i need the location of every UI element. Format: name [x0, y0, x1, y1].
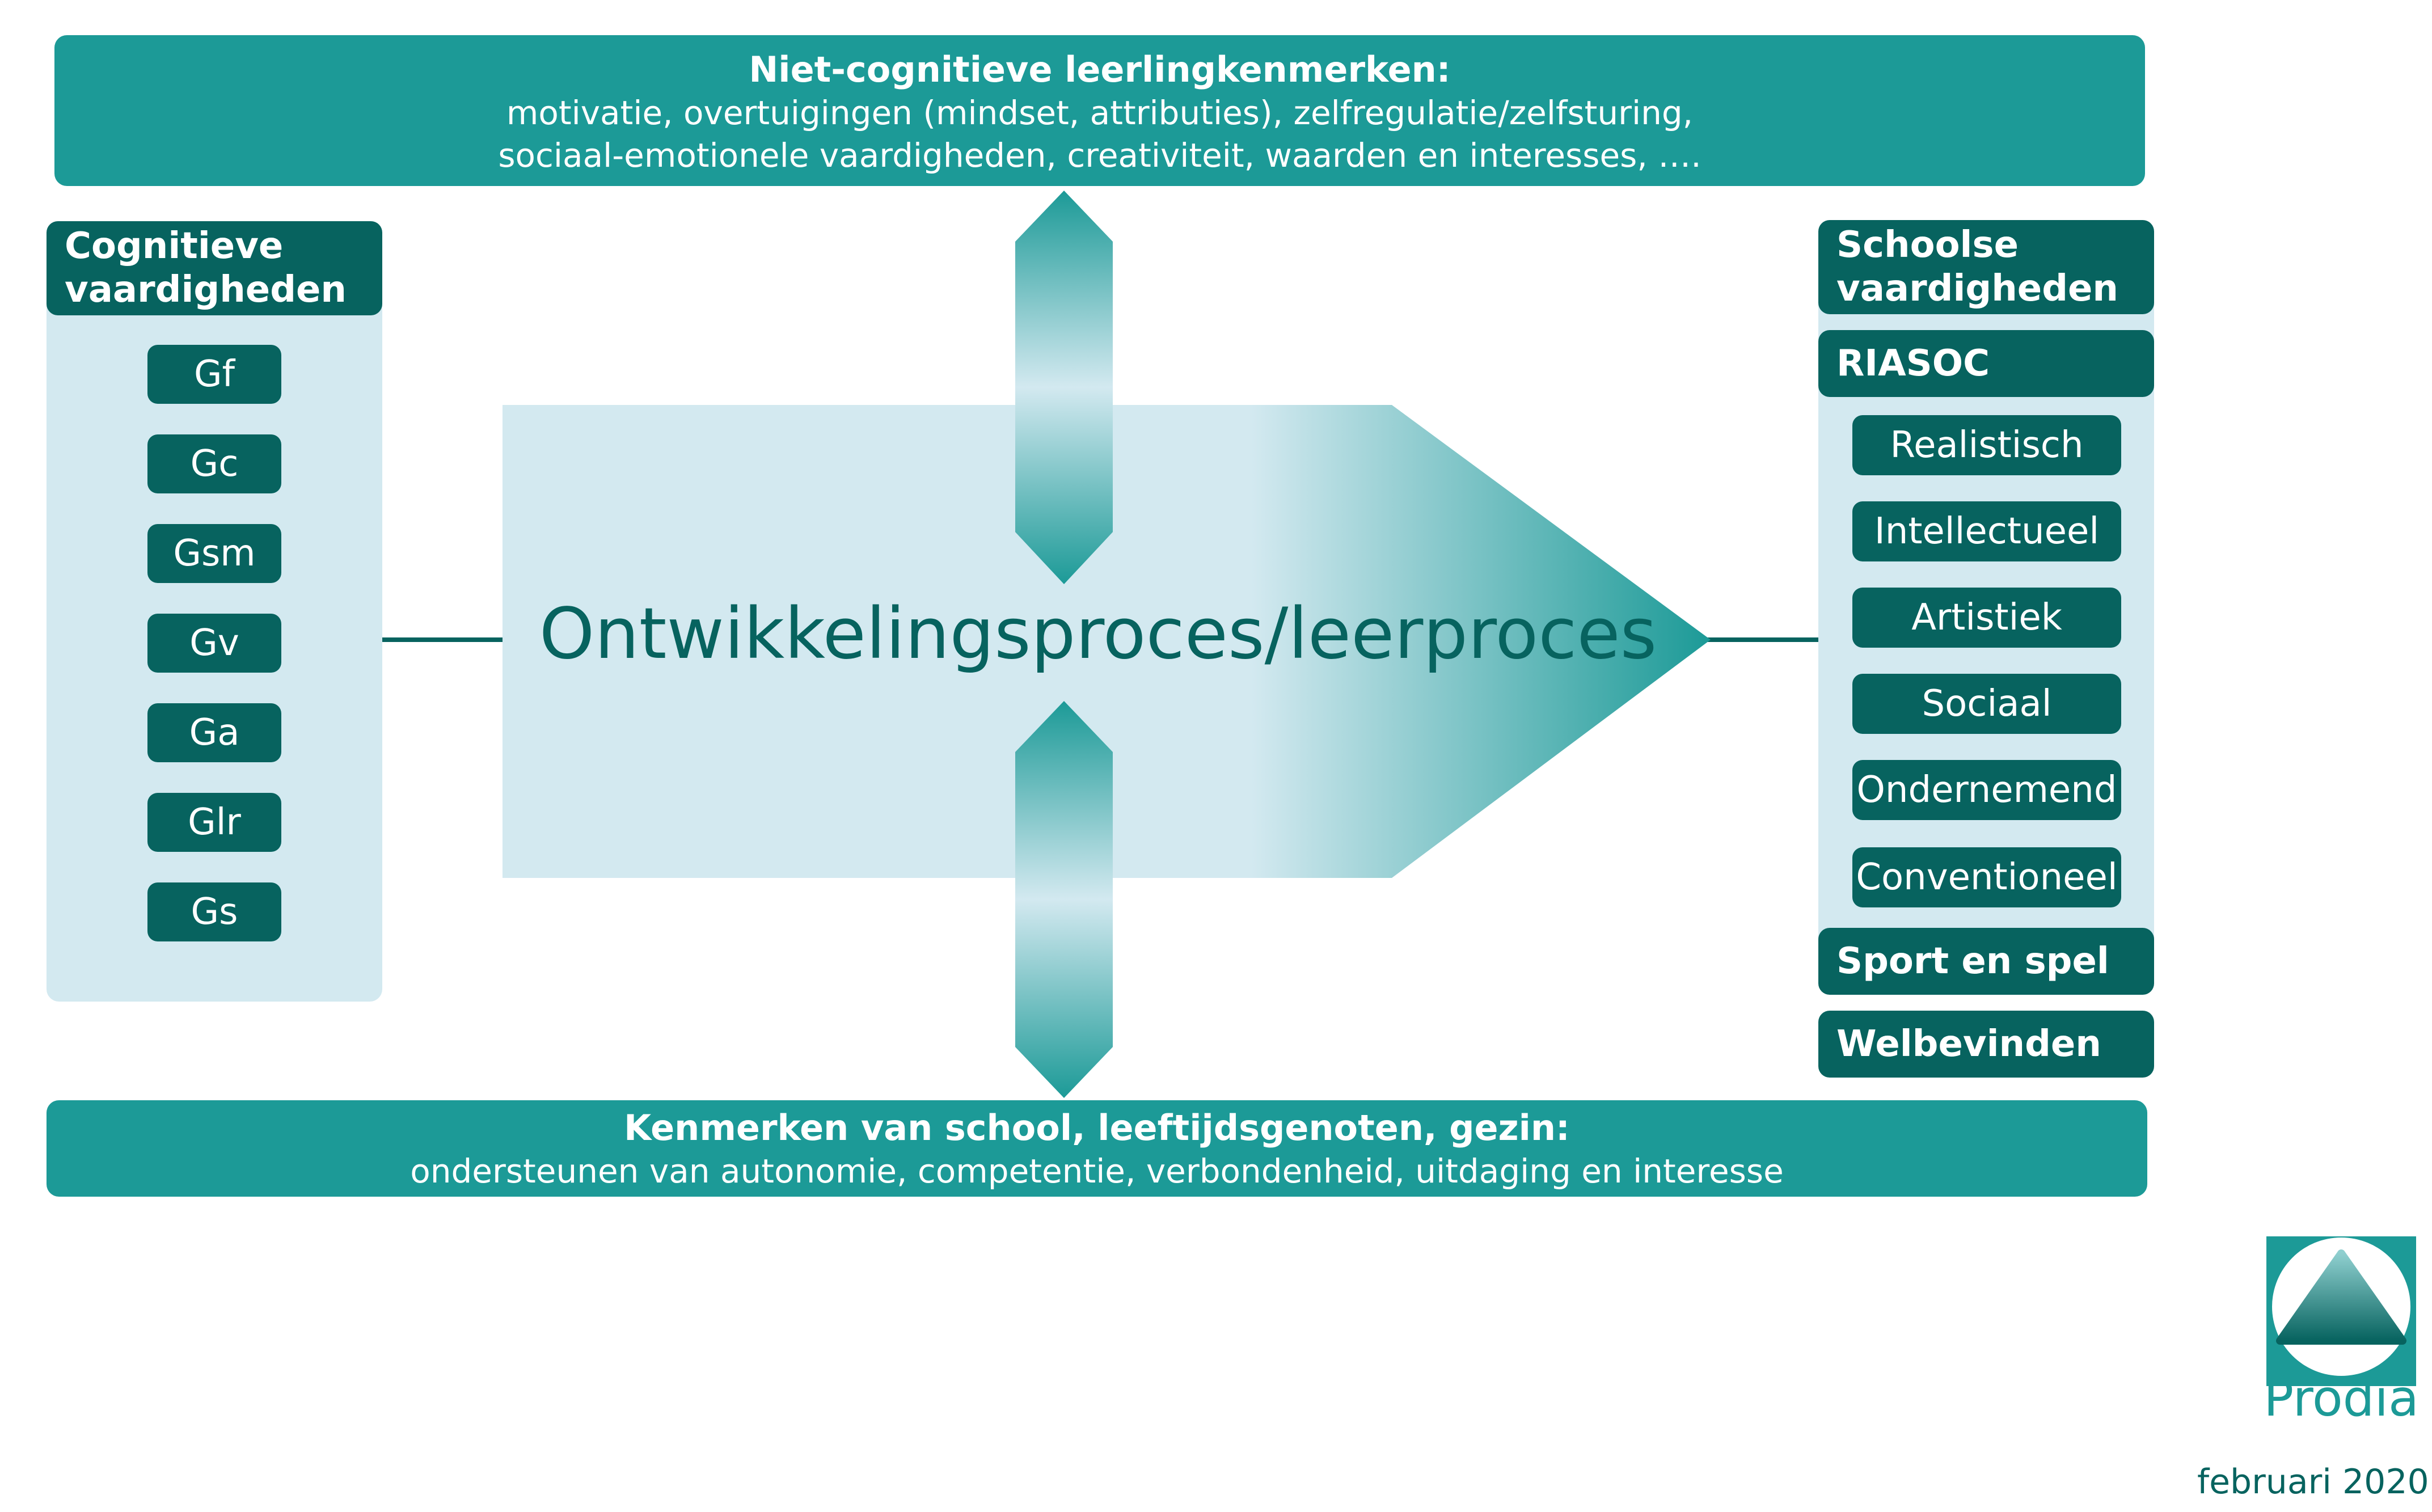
prodia-logo-text: Prodia [2264, 1369, 2419, 1427]
bottom-banner: Kenmerken van school, leeftijdsgenoten, … [47, 1100, 2147, 1197]
bottom-banner-line-1: ondersteunen van autonomie, competentie,… [410, 1151, 1784, 1190]
cognitive-skills-title-line-1: Cognitieve [65, 225, 284, 268]
bottom-banner-heading: Kenmerken van school, leeftijdsgenoten, … [624, 1107, 1570, 1148]
top-banner-heading: Niet-cognitieve leerlingkenmerken: [749, 49, 1451, 90]
top-banner: Niet-cognitieve leerlingkenmerken: motiv… [54, 35, 2145, 186]
cognitive-item-gsm: Gsm [147, 524, 281, 583]
riasoc-title: RIASOC [1818, 330, 2154, 397]
sport-en-spel: Sport en spel [1818, 928, 2154, 995]
top-double-arrow [1015, 191, 1113, 584]
prodia-logo [2266, 1236, 2416, 1386]
school-skills-title: Schoolse vaardigheden [1818, 220, 2154, 314]
school-skills-title-line-2: vaardigheden [1836, 268, 2118, 310]
bottom-double-arrow [1015, 701, 1113, 1098]
left-connector-line [382, 637, 503, 642]
school-skills-title-line-1: Schoolse [1836, 224, 2019, 267]
riasoc-item-sociaal: Sociaal [1852, 674, 2121, 734]
riasoc-item-artistiek: Artistiek [1852, 588, 2121, 648]
cognitive-skills-title: Cognitieve vaardigheden [47, 221, 382, 315]
welbevinden: Welbevinden [1818, 1011, 2154, 1078]
riasoc-item-conventioneel: Conventioneel [1852, 847, 2121, 907]
riasoc-item-ondernemend: Ondernemend [1852, 760, 2121, 820]
process-label: Ontwikkelingsproces/leerproces [539, 593, 1657, 675]
cognitive-item-gs: Gs [147, 882, 281, 941]
cognitive-item-gv: Gv [147, 614, 281, 673]
riasoc-item-intellectueel: Intellectueel [1852, 501, 2121, 561]
riasoc-item-realistisch: Realistisch [1852, 415, 2121, 475]
right-connector-line [1707, 637, 1818, 642]
cognitive-skills-title-line-2: vaardigheden [65, 269, 347, 311]
process-arrow-shape [503, 405, 1711, 878]
top-banner-line-2: sociaal-emotionele vaardigheden, creativ… [498, 136, 1701, 175]
cognitive-item-glr: Glr [147, 793, 281, 852]
cognitive-item-gc: Gc [147, 434, 281, 493]
date-label: februari 2020 [2197, 1462, 2429, 1502]
cognitive-item-gf: Gf [147, 345, 281, 404]
cognitive-item-ga: Ga [147, 703, 281, 762]
prodia-logo-mark [2266, 1236, 2416, 1386]
top-banner-line-1: motivatie, overtuigingen (mindset, attri… [506, 93, 1694, 132]
